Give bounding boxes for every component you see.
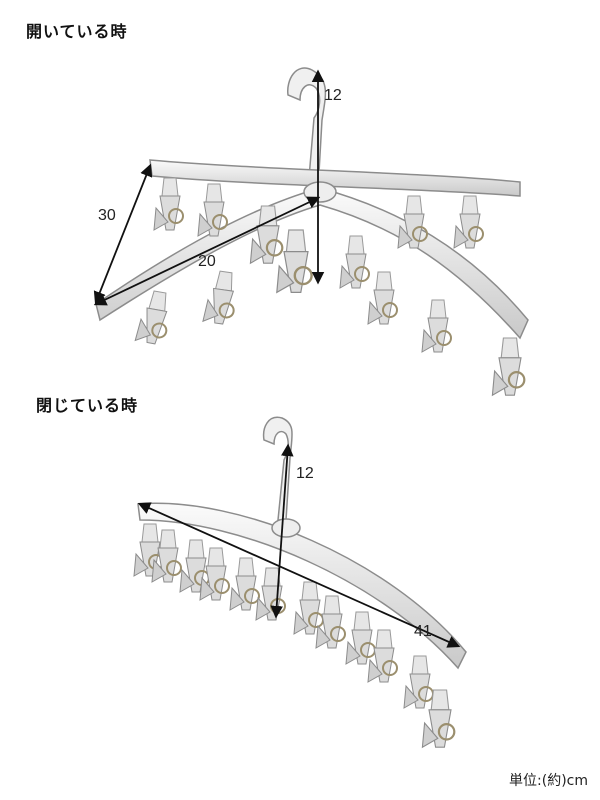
open-height-label: 12 xyxy=(324,87,342,104)
open-state-heading: 開いている時 xyxy=(26,22,128,41)
open-hanger xyxy=(95,67,529,397)
closed-length-label: 41 xyxy=(414,623,432,640)
unit-note: 単位:(約)cm xyxy=(509,773,588,789)
closed-hook xyxy=(262,416,293,521)
closed-state-heading: 閉じている時 xyxy=(36,396,139,415)
closed-length-line xyxy=(137,502,461,648)
open-arm-span-label: 20 xyxy=(198,253,216,270)
closed-height-label: 12 xyxy=(296,465,314,482)
open-arm-span-line xyxy=(93,196,321,306)
open-arm-back xyxy=(149,159,521,197)
open-arm-length-label: 30 xyxy=(98,207,116,224)
